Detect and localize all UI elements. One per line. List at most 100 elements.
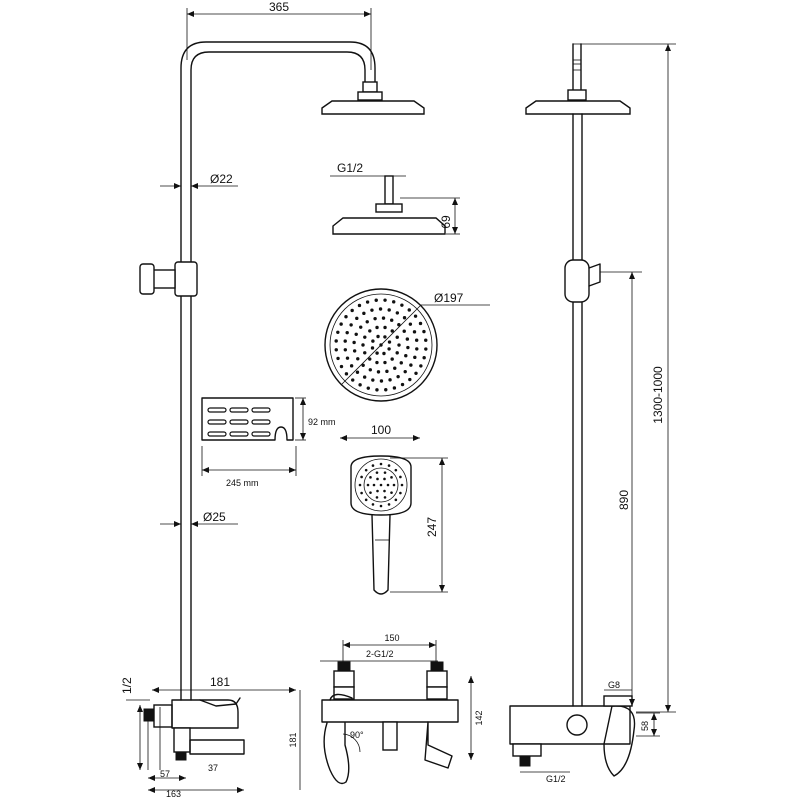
nozzle-dot [355, 370, 360, 374]
hand-head [350, 455, 412, 516]
nozzle-dot [374, 298, 378, 302]
nozzle-dot [408, 322, 413, 326]
nozzle-dot [400, 303, 404, 307]
dim-hand-diameter: 100 [371, 423, 391, 437]
nozzle-dot [418, 321, 423, 326]
nozzle-dot [392, 386, 397, 390]
nozzle-dot [376, 370, 381, 374]
side-body [171, 699, 239, 729]
head-side-view: G1/2 69 [330, 161, 460, 235]
shelf-slot [229, 419, 249, 425]
nut-left [333, 686, 355, 700]
nozzle-dot [384, 388, 388, 392]
shelf-slot [251, 407, 271, 413]
nozzle-dot [397, 323, 401, 327]
hand-nozzles [358, 462, 404, 508]
mixer-side-view: 181 1/2 57 37 163 181 [120, 675, 301, 799]
right-side-view: G8 G1/2 58 890 1300-1000 [509, 43, 676, 784]
hand-nozzle-dot [376, 477, 379, 481]
mixer-lever [323, 722, 350, 785]
nozzle-dot [334, 348, 338, 352]
dim-slide-height: 890 [617, 490, 631, 510]
nozzle-dot [409, 363, 413, 367]
nozzle-dot [404, 354, 408, 358]
nozzle-dot [405, 337, 410, 341]
holder-knob [139, 263, 155, 295]
diameter-line [340, 304, 422, 386]
dim-shelf-height: 92 mm [308, 417, 336, 427]
dim-side-height: 181 [288, 732, 298, 747]
inlet-right [430, 661, 444, 672]
nozzle-dot [357, 303, 362, 308]
nozzle-dot [383, 325, 387, 330]
nozzle-dot [336, 356, 340, 361]
nozzle-dot [387, 340, 392, 344]
diverter-stem [382, 721, 398, 751]
mixer-body [321, 699, 459, 723]
head-side-profile [332, 217, 446, 235]
nozzle-dot [343, 339, 347, 343]
dim-side-thread: 1/2 [120, 677, 134, 694]
nozzle-dot [378, 307, 383, 311]
nozzle-dot [385, 369, 389, 374]
hand-nozzle-dot [375, 496, 379, 499]
nozzle-dot [362, 311, 366, 316]
right-diverter-knob [566, 714, 588, 736]
head-face-inner [329, 293, 433, 397]
hand-nozzle-dot [400, 483, 404, 487]
nozzle-dot [379, 379, 384, 383]
nozzle-dot [422, 356, 426, 360]
nozzle-dot [350, 308, 354, 313]
hand-nozzle-dot [390, 476, 393, 479]
hand-nozzle-dot [383, 471, 387, 474]
hand-nozzle-dot [392, 483, 396, 487]
hand-nozzle-dot [383, 477, 386, 481]
rain-shower-head [321, 100, 425, 115]
nozzle-dot [354, 332, 358, 336]
shelf-slots [207, 407, 271, 437]
head-ball-joint [375, 203, 403, 213]
nozzle-dot [424, 338, 428, 342]
dim-thread-head: G1/2 [337, 161, 363, 175]
nozzle-dot [395, 335, 399, 339]
hand-nozzle-dot [383, 496, 387, 499]
eccentric-left [333, 670, 355, 688]
dim-right-thread: G1/2 [546, 774, 566, 784]
nozzle-dot [343, 348, 348, 352]
nozzle-dot [368, 368, 372, 372]
nozzle-dot [396, 374, 400, 379]
nozzle-dot [402, 329, 406, 333]
shelf-slot [207, 431, 227, 437]
dim-side-depth: 181 [210, 675, 230, 689]
right-slider [564, 259, 590, 303]
nozzle-dot [366, 386, 370, 390]
nozzle-dot [414, 371, 418, 375]
head-thread-stub [384, 175, 394, 205]
nozzle-dot [406, 345, 410, 350]
nozzle-dot [393, 366, 397, 370]
hand-nozzle-dot [375, 471, 379, 474]
nozzle-dot [365, 300, 370, 304]
dim-head-height: 69 [439, 215, 453, 229]
shelf-outline [201, 397, 294, 441]
nozzle-dot [344, 315, 348, 319]
nozzle-dot [408, 377, 412, 382]
right-head-joint [567, 89, 587, 101]
right-outlet [519, 755, 531, 767]
nozzle-dot [387, 347, 391, 351]
hand-nozzle-dot [372, 483, 376, 487]
eccentric-right [426, 670, 448, 688]
hand-nozzle-dot [379, 462, 383, 466]
hand-nozzle-dot [379, 504, 383, 508]
hand-nozzle-dot [390, 491, 393, 494]
holder-arm [152, 269, 176, 289]
dim-right-g: G8 [608, 680, 620, 690]
nozzle-dot [359, 325, 363, 329]
right-shower-head [525, 100, 631, 115]
head-nozzles [334, 298, 428, 392]
nozzle-dot [383, 335, 387, 339]
hand-face-ring [363, 467, 399, 503]
nozzle-dot [403, 369, 407, 374]
nozzle-dot [371, 339, 375, 343]
nozzle-dot [383, 298, 387, 302]
